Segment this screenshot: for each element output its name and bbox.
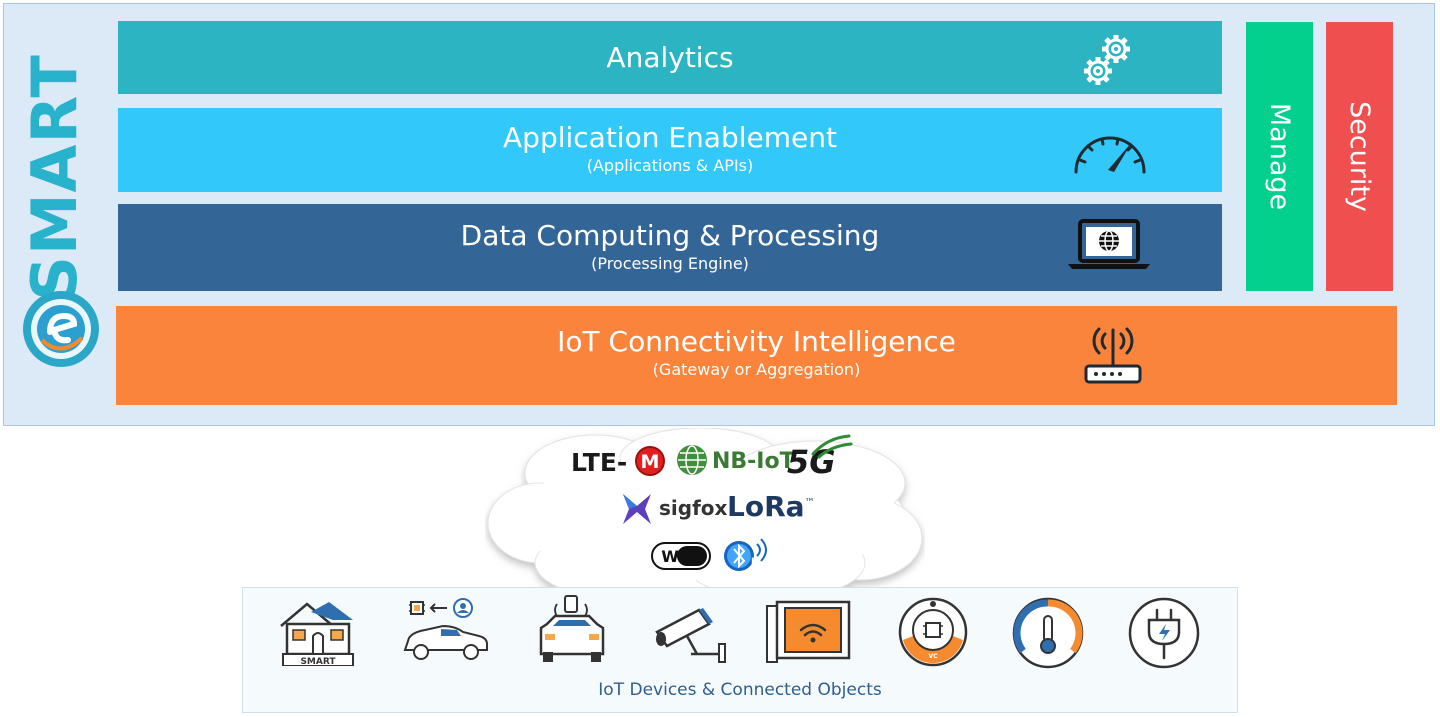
wifi-text: WiFi <box>661 547 701 566</box>
layer-subtitle: (Processing Engine) <box>591 254 749 273</box>
smart-home-icon: SMART <box>280 602 354 666</box>
brand-name: SMART <box>12 54 96 301</box>
e-circle-logo-icon <box>23 291 99 367</box>
layer-title: IoT Connectivity Intelligence <box>557 325 956 358</box>
brand-name-text: SMART <box>17 53 91 301</box>
speedometer-icon <box>1074 136 1146 174</box>
manage-bar: Manage <box>1246 22 1313 291</box>
ble-text: LE <box>751 557 763 567</box>
sigfox-logo: sigfox <box>659 496 728 520</box>
bluetooth-le-icon: LE <box>724 538 767 571</box>
lora-logo: LoRa™ <box>727 490 815 523</box>
layer-iot-connectivity: IoT Connectivity Intelligence (Gateway o… <box>116 306 1397 405</box>
lte-m-badge-letter: M <box>641 451 660 473</box>
layer-title: Application Enablement <box>503 121 837 154</box>
lora-trademark: ™ <box>804 497 815 509</box>
wifi-panel-icon <box>766 600 851 663</box>
devices-caption: IoT Devices & Connected Objects <box>598 680 882 700</box>
security-label: Security <box>1344 101 1375 212</box>
lora-text: LoRa <box>727 490 805 523</box>
smart-home-label: SMART <box>300 657 336 666</box>
thermostat-icon: VC <box>898 597 968 667</box>
router-icon <box>1084 327 1142 384</box>
nb-iot-logo: NB-IoT <box>712 449 795 474</box>
iot-devices-panel: SMART <box>242 587 1238 713</box>
laptop-globe-icon <box>1068 219 1150 269</box>
thermostat-label: VC <box>928 653 938 660</box>
smart-plug-icon <box>1128 597 1200 669</box>
layer-analytics: Analytics <box>118 21 1222 94</box>
connected-car-icon <box>403 598 488 660</box>
lte-m-badge-icon: M <box>635 446 665 476</box>
temperature-gauge-icon <box>1012 597 1084 669</box>
layer-data-computing: Data Computing & Processing (Processing … <box>118 204 1222 291</box>
connectivity-cloud: LTE- M NB-IoT 5G sigfox LoRa™ WiFi LE <box>485 428 925 628</box>
nb-iot-globe-icon <box>677 445 707 475</box>
manage-label: Manage <box>1264 102 1295 211</box>
wifi-logo: WiFi <box>651 542 711 570</box>
layer-title: Analytics <box>606 41 734 74</box>
layer-application-enablement: Application Enablement (Applications & A… <box>118 108 1222 192</box>
security-bar: Security <box>1326 22 1393 291</box>
5g-waves-icon <box>811 434 853 459</box>
smart-car-icon <box>539 595 605 662</box>
layer-subtitle: (Gateway or Aggregation) <box>652 360 861 379</box>
lte-m-prefix: LTE- <box>571 448 628 477</box>
gears-icon <box>1084 35 1130 85</box>
layer-subtitle: (Applications & APIs) <box>586 156 754 175</box>
security-camera-icon <box>655 608 726 663</box>
layer-title: Data Computing & Processing <box>460 219 880 252</box>
sigfox-icon <box>623 494 651 524</box>
lte-m-logo: LTE- <box>571 448 627 477</box>
